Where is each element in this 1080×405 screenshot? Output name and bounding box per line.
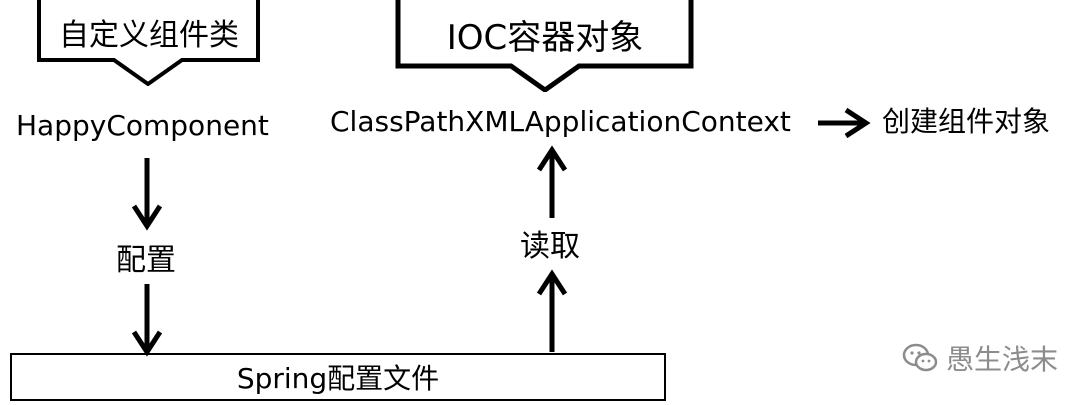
spring-config-label: Spring配置文件 xyxy=(236,362,440,395)
callout-ioc-container-label: IOC容器对象 xyxy=(446,17,644,58)
node-context-class: ClassPathXMLApplicationContext xyxy=(330,105,791,138)
callout-ioc-container: IOC容器对象 xyxy=(395,0,695,94)
arrow-context-to-create xyxy=(818,107,871,139)
callout-custom-class-label: 自定义组件类 xyxy=(59,18,239,53)
node-happy-component: HappyComponent xyxy=(16,109,269,142)
arrow-component-to-configure xyxy=(131,158,163,231)
arrow-configure-to-spring xyxy=(131,284,163,357)
callout-ioc-container-shape xyxy=(395,0,694,94)
callout-custom-class: 自定义组件类 xyxy=(36,0,262,87)
watermark: 愚生浅末 xyxy=(902,340,1058,376)
arrow-spring-to-read xyxy=(536,269,568,352)
edge-label-read: 读取 xyxy=(520,229,580,264)
edge-label-configure: 配置 xyxy=(116,243,176,278)
spring-config-box: Spring配置文件 xyxy=(10,353,666,401)
arrow-read-to-context xyxy=(536,145,568,218)
node-create-object: 创建组件对象 xyxy=(882,105,1051,138)
callout-custom-class-shape xyxy=(37,0,260,87)
wechat-icon xyxy=(902,343,938,372)
watermark-text: 愚生浅末 xyxy=(946,343,1059,376)
